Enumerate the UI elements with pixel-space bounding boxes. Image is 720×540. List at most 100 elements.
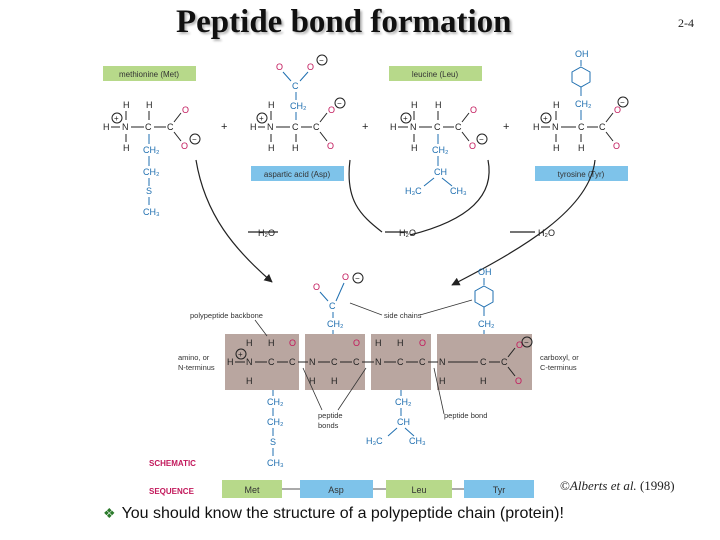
svg-text:H: H [250, 122, 257, 132]
svg-text:O: O [419, 338, 426, 348]
svg-text:H: H [533, 122, 540, 132]
backbone-residue-box [371, 334, 431, 390]
citation-authors: Alberts et al. [569, 478, 637, 493]
svg-text:H: H [246, 376, 253, 386]
svg-text:CH₂: CH₂ [395, 397, 412, 407]
annotations: polypeptide backbone side chains amino, … [178, 299, 579, 430]
svg-text:CH₂: CH₂ [267, 417, 284, 427]
svg-text:CH₂: CH₂ [432, 145, 449, 155]
svg-text:H: H [331, 376, 338, 386]
svg-text:H: H [268, 100, 275, 110]
svg-text:H: H [397, 338, 404, 348]
svg-text:CH₂: CH₂ [478, 319, 495, 329]
svg-text:CH₃: CH₃ [267, 458, 284, 468]
sequence-label: SEQUENCE [149, 487, 195, 496]
svg-text:O: O [469, 141, 476, 151]
svg-text:H: H [411, 100, 418, 110]
svg-text:+: + [259, 114, 264, 123]
met-label: methionine (Met) [119, 70, 179, 79]
svg-text:CH: CH [397, 417, 410, 427]
svg-text:O: O [515, 376, 522, 386]
svg-text:−: − [319, 56, 324, 65]
svg-text:−: − [524, 338, 529, 347]
polypeptide-side-chain-bottoms: CH₂ CH₂ S CH₃ CH₂ CH H₃C CH₃ [267, 390, 426, 468]
svg-text:O: O [614, 105, 621, 115]
svg-text:H: H [480, 376, 487, 386]
asp-label-box [251, 166, 344, 181]
svg-text:H: H [246, 338, 253, 348]
svg-text:H: H [578, 143, 585, 153]
svg-text:N: N [410, 122, 417, 132]
svg-text:O: O [182, 105, 189, 115]
leu-label: leucine (Leu) [412, 70, 459, 79]
svg-text:C: C [329, 301, 336, 311]
svg-text:C: C [455, 122, 462, 132]
amino-terminus-annotation: amino, or [178, 353, 210, 362]
svg-text:CH₃: CH₃ [450, 186, 467, 196]
tyr-label-box [535, 166, 628, 181]
svg-text:H₃C: H₃C [405, 186, 422, 196]
svg-text:O: O [313, 282, 320, 292]
svg-text:C: C [353, 357, 360, 367]
svg-text:N: N [122, 122, 129, 132]
svg-text:H: H [292, 143, 299, 153]
svg-text:O: O [353, 338, 360, 348]
svg-text:CH₂: CH₂ [575, 99, 592, 109]
svg-text:C: C [434, 122, 441, 132]
svg-text:S: S [146, 186, 152, 196]
svg-text:C: C [292, 81, 299, 91]
citation-year: (1998) [636, 478, 675, 493]
tyr-label: tyrosine (Tyr) [558, 170, 605, 179]
polypeptide-backbone: + H H N C C O H H N C C O H H N C C H H … [227, 336, 533, 386]
svg-text:O: O [307, 62, 314, 72]
svg-text:C: C [292, 122, 299, 132]
copyright-symbol: © [560, 478, 570, 493]
peptide-bonds-annotation-2: bonds [318, 421, 339, 430]
svg-text:+: + [114, 114, 119, 123]
svg-text:H: H [268, 143, 275, 153]
water-label: H₂O [399, 228, 416, 238]
svg-text:H: H [553, 100, 560, 110]
svg-text:H: H [390, 122, 397, 132]
svg-text:O: O [328, 105, 335, 115]
amino-terminus-annotation-2: N-terminus [178, 363, 215, 372]
svg-text:H: H [123, 100, 130, 110]
svg-text:O: O [342, 272, 349, 282]
condensation-arrows [195, 159, 596, 286]
carboxyl-terminus-annotation: carboxyl, or [540, 353, 579, 362]
svg-text:N: N [246, 357, 253, 367]
svg-text:CH₂: CH₂ [143, 167, 160, 177]
svg-text:C: C [145, 122, 152, 132]
svg-text:−: − [337, 99, 342, 108]
svg-text:−: − [620, 98, 625, 107]
svg-text:−: − [355, 274, 360, 283]
svg-text:C: C [167, 122, 174, 132]
methionine-structure: H H H N C C O O − + H CH₂ CH₂ S CH₃ [103, 100, 201, 217]
svg-text:H: H [553, 143, 560, 153]
svg-text:N: N [309, 357, 316, 367]
aspartic-acid-structure: O O − C CH₂ H H N C C O O − + H H [250, 54, 346, 153]
diamond-bullet-icon: ❖ [103, 505, 116, 521]
tyrosine-structure: OH CH₂ H H N C C O O − + H H [533, 49, 629, 153]
svg-text:H: H [103, 122, 110, 132]
water-label: H₂O [538, 228, 555, 238]
svg-text:CH: CH [434, 167, 447, 177]
met-label-box [103, 66, 196, 81]
svg-text:CH₂: CH₂ [143, 145, 160, 155]
svg-text:+: + [543, 114, 548, 123]
svg-text:CH₂: CH₂ [290, 101, 307, 111]
svg-text:N: N [375, 357, 382, 367]
svg-text:CH₃: CH₃ [409, 436, 426, 446]
sequence-residue-met [222, 480, 282, 498]
svg-text:C: C [289, 357, 296, 367]
schematic-label: SCHEMATIC [149, 459, 196, 468]
plus-sign: + [221, 121, 227, 133]
svg-text:−: − [192, 135, 197, 144]
svg-text:H₃C: H₃C [366, 436, 383, 446]
svg-text:C: C [313, 122, 320, 132]
svg-text:H: H [435, 100, 442, 110]
svg-text:C: C [578, 122, 585, 132]
sequence-residue-leu [386, 480, 452, 498]
bullet-text: You should know the structure of a polyp… [121, 505, 564, 522]
